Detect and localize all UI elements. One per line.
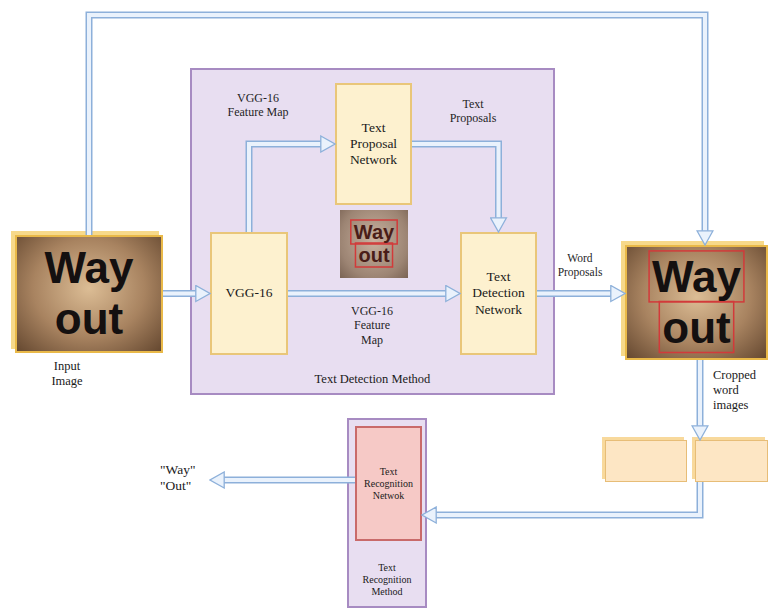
edge-label-wrap: Text Proposals [443,97,503,126]
arrow-outline [220,477,355,484]
arrow-body [249,144,325,232]
network-box: VGG-16 [210,232,288,355]
arrow-body [163,292,200,296]
photo-text: Way out [346,221,402,267]
text-wrap: Text Proposal Network [337,85,410,203]
text-wrap: Text Recognition Method [349,562,425,598]
arrow-body [537,292,615,296]
arrow-body [220,478,355,482]
edge-label-wrap: VGG-16 Feature Map [223,91,293,120]
flow-arrow [412,144,499,222]
flow-arrow [537,293,615,294]
network-box: Text Recognition Netwok [355,426,422,541]
arrow-body [288,292,450,296]
box-label: Text Recognition Netwok [362,466,415,502]
flow-arrow [220,480,355,481]
cropped-word-images: Cropped word images [605,440,768,482]
panel-title: Text Recognition Method [353,562,421,598]
edge-label-wrap: VGG-16 Feature Map [342,304,402,347]
text-wrap: Text Recognition Netwok [357,428,420,539]
photo-text: Way out [633,252,760,353]
text-wrap: "Way" "Out" [160,462,210,494]
network-box: Text Detection Network [460,232,537,355]
flow-arrow [432,482,700,515]
output-image: Way out [625,245,768,360]
cropped-word-tile [695,440,768,482]
text-wrap: VGG-16 [212,234,286,353]
connectors [89,15,705,515]
arrow-outline [412,144,499,222]
edge-label: VGG-16 Feature Map [342,304,402,347]
arrow-outline [89,15,705,235]
box-label: VGG-16 [225,285,272,301]
text-wrap: Way out [17,237,161,351]
arrow-outline [249,144,325,232]
arrow-outline [537,290,615,297]
panel-title: Text Detection Method [315,372,431,387]
proposal-thumbnail: Way out [340,210,408,278]
text-wrap: Cropped word images [713,368,769,413]
flow-arrow [288,293,450,294]
arrow-outline [432,482,700,515]
arrow-body [432,482,700,515]
crop-heading: Cropped word images [713,368,769,413]
arrow-outline [163,290,200,297]
image-caption: Input Image [42,359,92,389]
photo-text: Way out [23,243,155,344]
recognized-words: "Way" "Out" [160,462,210,498]
box-label: Text Detection Network [468,269,529,318]
arrow-outline [697,360,704,430]
arrow-outline [288,290,450,297]
text-wrap: Way out [627,247,766,358]
text-wrap: Way out [340,210,408,278]
flow-arrow [700,360,701,430]
box-label: Text Proposal Network [343,120,404,169]
text-wrap: Text Detection Network [462,234,535,353]
edge-label: Text Proposals [443,97,503,126]
flow-arrow [163,293,200,294]
input-image: Way outInput Image [15,235,163,353]
text-wrap: Input Image [42,359,92,389]
arrow-body [698,360,702,430]
method-panel: Text Recognition Method Text Recognition … [347,418,427,608]
output-text: "Way" "Out" [160,462,210,494]
cropped-word-tile [605,440,687,482]
edge-label-wrap: Word Proposals [548,252,612,280]
flow-arrow [89,15,705,235]
network-box: Text Proposal Network [335,83,412,205]
text-wrap: Text Detection Method [192,372,553,387]
arrow-body [89,15,705,235]
arrow-body [412,144,499,222]
edge-label: Word Proposals [548,252,612,280]
flow-arrow [249,144,325,232]
edge-label: VGG-16 Feature Map [223,91,293,120]
